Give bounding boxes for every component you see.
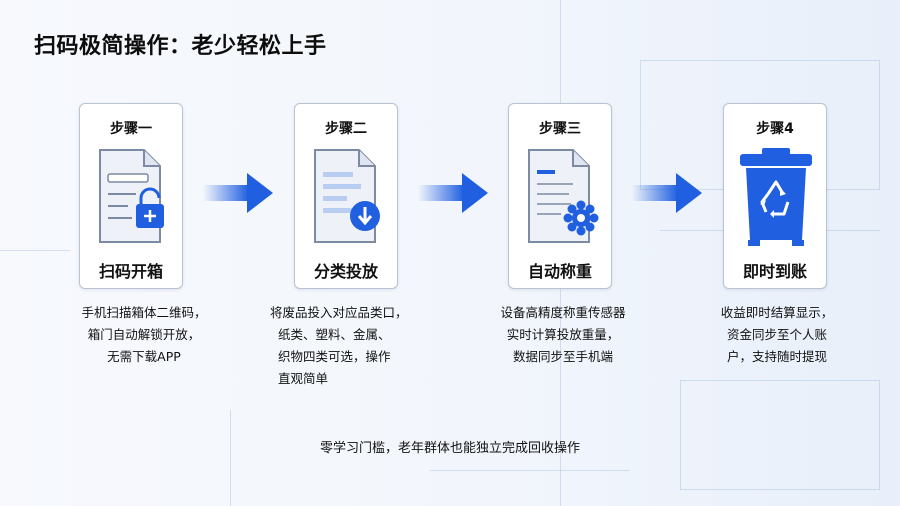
step-action: 自动称重 xyxy=(527,262,592,281)
step-card-2: 步骤二 分类投放 xyxy=(294,103,398,289)
step-description-1: 手机扫描箱体二维码， 箱门自动解锁开放， 无需下载APP xyxy=(59,302,229,368)
desc-line: 户，支持随时提现 xyxy=(726,349,827,364)
footer-note: 零学习门槛，老年群体也能独立完成回收操作 xyxy=(319,441,580,456)
desc-line: 手机扫描箱体二维码， xyxy=(81,305,207,320)
desc-line: 收益即时结算显示， xyxy=(720,305,834,320)
desc-line: 直观简单 xyxy=(278,371,329,386)
blueprint-line xyxy=(230,410,231,506)
desc-line: 实时计算投放重量， xyxy=(506,327,620,342)
arrow-right-icon xyxy=(203,173,273,213)
desc-line: 纸类、塑料、金属、 xyxy=(278,327,391,342)
step-description-2: 将废品投入对应品类口， 纸类、塑料、金属、 织物四类可选，操作 直观简单 xyxy=(270,302,440,390)
arrow-right-icon xyxy=(418,173,488,213)
step-label: 步骤二 xyxy=(325,121,367,137)
step-description-4: 收益即时结算显示， 资金同步至个人账 户，支持随时提现 xyxy=(692,302,862,368)
step-card-4: 步骤4 即时到账 xyxy=(723,103,827,289)
desc-line: 织物四类可选，操作 xyxy=(278,349,391,364)
blueprint-line xyxy=(0,250,70,251)
document-download-icon xyxy=(314,149,380,243)
step-label: 步骤三 xyxy=(539,121,581,137)
step-card-3: 步骤三 自动称重 xyxy=(508,103,612,289)
desc-line: 数据同步至手机端 xyxy=(512,349,613,364)
desc-line: 无需下载APP xyxy=(107,349,181,364)
step-action: 分类投放 xyxy=(313,262,378,281)
blueprint-line xyxy=(430,470,630,471)
document-gear-icon xyxy=(528,149,599,243)
arrow-right-icon xyxy=(632,173,702,213)
document-unlock-icon xyxy=(99,149,164,243)
step-label: 步骤4 xyxy=(756,121,794,137)
step-action: 扫码开箱 xyxy=(98,262,163,281)
desc-line: 将废品投入对应品类口， xyxy=(270,305,408,320)
recycle-bin-icon xyxy=(740,148,812,246)
step-description-3: 设备高精度称重传感器 实时计算投放重量， 数据同步至手机端 xyxy=(478,302,648,368)
step-label: 步骤一 xyxy=(110,121,152,137)
desc-line: 箱门自动解锁开放， xyxy=(87,327,201,342)
blueprint-frame xyxy=(680,380,880,490)
page-title: 扫码极简操作：老少轻松上手 xyxy=(34,34,327,59)
desc-line: 资金同步至个人账 xyxy=(726,327,827,342)
step-card-1: 步骤一 扫码开箱 xyxy=(79,103,183,289)
step-action: 即时到账 xyxy=(742,262,807,281)
desc-line: 设备高精度称重传感器 xyxy=(500,305,626,320)
